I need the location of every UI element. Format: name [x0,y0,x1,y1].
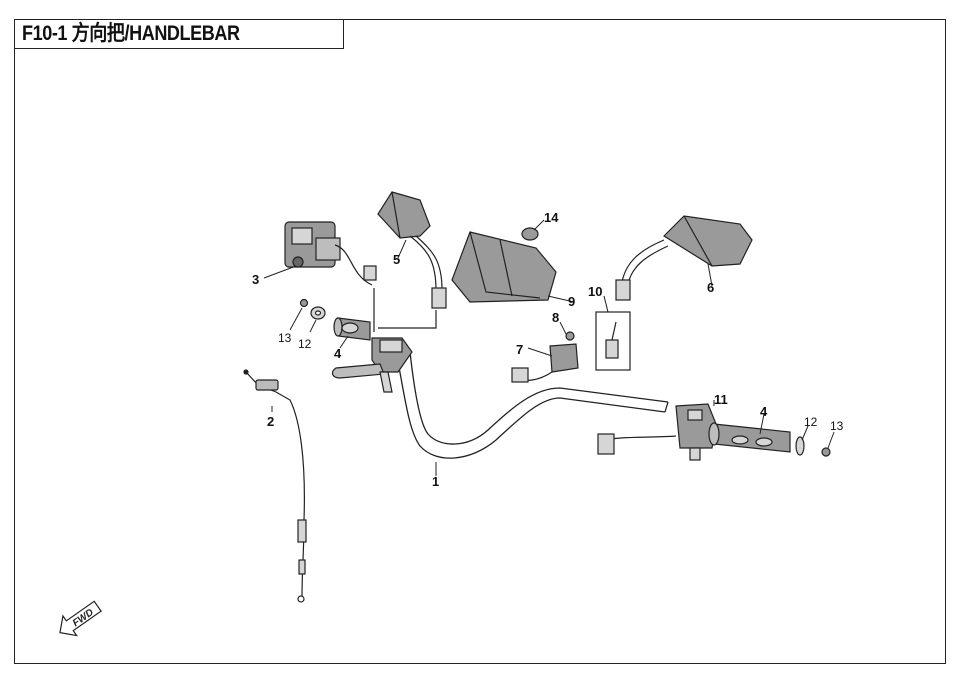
callout-13-right: 13 [830,419,844,433]
callout-13-left: 13 [278,331,292,345]
part-left-switch-assembly [284,221,377,286]
callout-4-right: 4 [760,404,768,419]
part-washers-screws [299,298,831,457]
callout-12-right: 12 [804,415,818,429]
callout-8: 8 [552,310,559,325]
part-left-lever [331,288,437,393]
callout-11: 11 [714,392,728,407]
callout-9: 9 [568,294,575,309]
callout-2: 2 [267,414,274,429]
part-left-mirror [377,191,447,309]
part-throttle-cable [243,369,307,603]
callout-labels: 1 2 3 4 4 5 6 7 8 9 10 11 12 12 13 13 14 [252,210,844,489]
part-right-mirror [615,215,753,301]
part-connector [595,311,631,371]
callout-4-left: 4 [334,346,342,361]
fwd-arrow-icon: FWD [59,600,102,637]
leader-lines [263,219,835,476]
part-visor [451,231,557,303]
part-plug [521,227,539,241]
callout-6: 6 [707,280,714,295]
part-right-switch [597,403,717,461]
title-box [14,19,344,49]
callout-1: 1 [432,474,439,489]
callout-5: 5 [393,252,400,267]
part-left-grip [333,317,371,341]
part-handlebar-clamp [511,331,579,383]
drawing-frame [14,19,946,664]
part-handlebar [395,351,669,459]
callout-3: 3 [252,272,259,287]
page-title: F10-1 方向把/HANDLEBAR [22,22,240,45]
callout-7: 7 [516,342,523,357]
callout-14: 14 [544,210,559,225]
callout-12-left: 12 [298,337,312,351]
callout-10: 10 [588,284,602,299]
part-right-grip [708,422,791,453]
